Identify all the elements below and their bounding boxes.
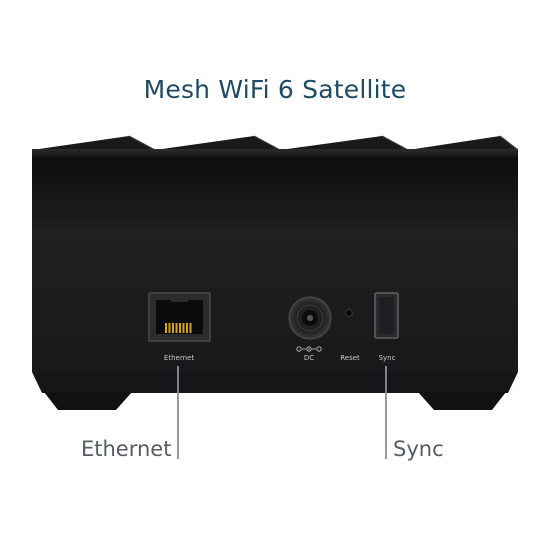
right-foot xyxy=(418,392,506,410)
sync-port-label: Sync xyxy=(379,354,396,362)
reset-label: Reset xyxy=(340,354,360,362)
sync-callout-label: Sync xyxy=(393,437,444,461)
ethernet-port-label: Ethernet xyxy=(164,354,194,362)
ethernet-port xyxy=(148,292,211,342)
left-foot xyxy=(44,392,132,410)
ethernet-callout-label: Ethernet xyxy=(81,437,172,461)
dc-power-port xyxy=(288,296,332,340)
ethernet-pins xyxy=(165,323,192,333)
dc-polarity-icon xyxy=(296,346,322,352)
dc-port-label: DC xyxy=(304,354,314,362)
page-title: Mesh WiFi 6 Satellite xyxy=(143,75,407,104)
reset-pinhole xyxy=(345,309,353,317)
top-fins xyxy=(32,135,519,151)
device-body xyxy=(32,149,518,410)
sync-button xyxy=(374,292,399,339)
